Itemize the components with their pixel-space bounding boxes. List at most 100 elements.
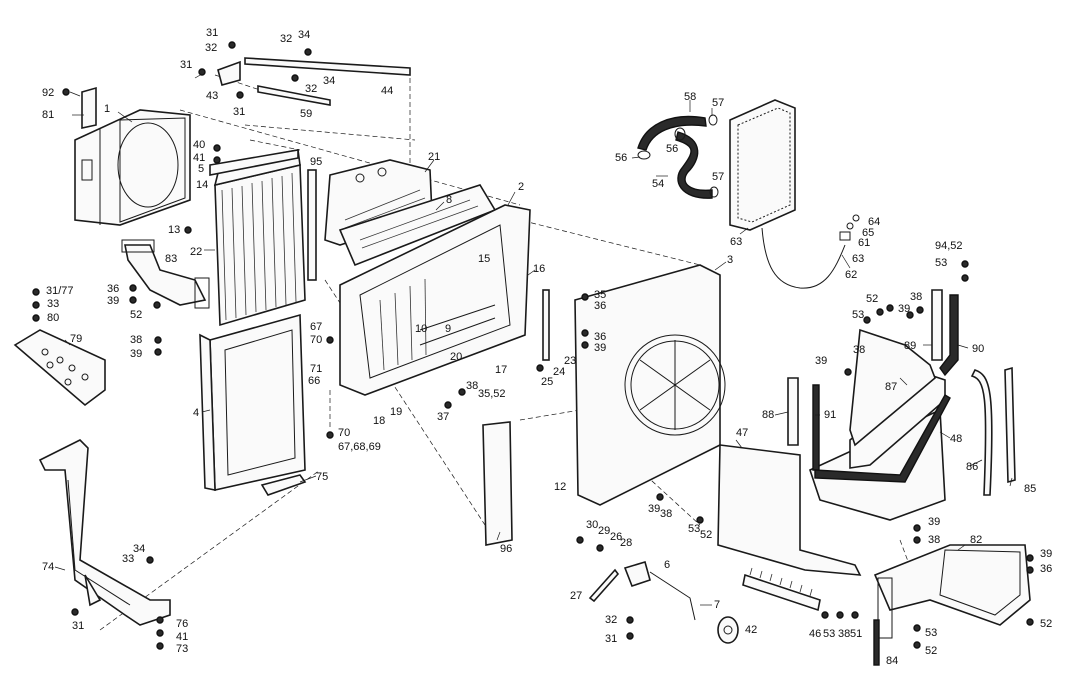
callout-52-shroud: 52 <box>700 529 712 541</box>
callout-73: 73 <box>176 643 188 655</box>
callout-36-right-b: 36 <box>594 331 606 343</box>
callout-17: 17 <box>495 364 507 376</box>
callout-42: 42 <box>745 624 757 636</box>
callout-57-bottom: 57 <box>712 171 724 183</box>
bracket-part-43 <box>217 60 241 86</box>
callout-58: 58 <box>684 91 696 103</box>
callout-96: 96 <box>500 543 512 555</box>
callout-36-right-a: 36 <box>594 300 606 312</box>
callout-20: 20 <box>450 351 462 363</box>
callout-94-52: 94,52 <box>935 240 963 252</box>
callout-29: 29 <box>598 525 610 537</box>
callout-39-deflector-a: 39 <box>928 516 940 528</box>
callout-34-top: 34 <box>298 29 310 41</box>
callout-30: 30 <box>586 519 598 531</box>
callout-4: 4 <box>193 407 199 419</box>
callout-79: 79 <box>70 333 82 345</box>
callout-71: 71 <box>310 363 322 375</box>
callout-64: 64 <box>868 216 880 228</box>
side-panel-part-96 <box>482 421 513 546</box>
callout-22: 22 <box>190 246 202 258</box>
callout-38-shroud: 38 <box>660 508 672 520</box>
callout-26: 26 <box>610 531 622 543</box>
brush-part-46 <box>742 567 821 612</box>
callout-6: 6 <box>664 559 670 571</box>
callout-47: 47 <box>736 427 748 439</box>
callout-90: 90 <box>972 343 984 355</box>
callout-8: 8 <box>446 194 452 206</box>
callout-39-right: 39 <box>594 342 606 354</box>
callout-66: 66 <box>308 375 320 387</box>
callout-31-frame: 31 <box>72 620 84 632</box>
callout-38-left: 38 <box>130 334 142 346</box>
callout-61: 61 <box>858 237 870 249</box>
rods-parts-85-86 <box>970 366 1016 496</box>
callout-83: 83 <box>165 253 177 265</box>
callout-54: 54 <box>652 178 664 190</box>
callout-86: 86 <box>966 461 978 473</box>
callout-14: 14 <box>196 179 208 191</box>
callout-53-duct: 53 <box>852 309 864 321</box>
callout-63-tank: 63 <box>730 236 742 248</box>
bracket-plate-part-79 <box>13 329 106 407</box>
callout-16: 16 <box>533 263 545 275</box>
callout-34-mid: 34 <box>323 75 335 87</box>
callout-12: 12 <box>554 481 566 493</box>
callout-38-brush: 38 <box>838 628 850 640</box>
callout-52-left: 52 <box>130 309 142 321</box>
strip-part-95 <box>307 169 317 281</box>
radiator-frame-part-4 <box>199 313 306 491</box>
callout-19: 19 <box>390 406 402 418</box>
callout-44: 44 <box>381 85 393 97</box>
bar-part-5 <box>209 149 299 176</box>
callout-53-top: 53 <box>935 257 947 269</box>
callout-46: 46 <box>809 628 821 640</box>
callout-95: 95 <box>310 156 322 168</box>
callout-40: 40 <box>193 139 205 151</box>
callout-38-duct: 38 <box>853 344 865 356</box>
callout-36-deflector: 36 <box>1040 563 1052 575</box>
callout-65: 65 <box>862 227 874 239</box>
callout-7: 7 <box>714 599 720 611</box>
callout-57-top: 57 <box>712 97 724 109</box>
hose-part-58 <box>637 115 707 151</box>
callout-62: 62 <box>845 269 857 281</box>
bolt-part-84 <box>873 619 880 666</box>
callout-52-deflector-a: 52 <box>1040 618 1052 630</box>
linkage-parts-6-7 <box>588 560 696 621</box>
callout-80: 80 <box>47 312 59 324</box>
callout-87: 87 <box>885 381 897 393</box>
callout-31-left: 31 <box>180 59 192 71</box>
callout-52-duct: 52 <box>866 293 878 305</box>
callout-88: 88 <box>762 409 774 421</box>
callout-82: 82 <box>970 534 982 546</box>
callout-84: 84 <box>886 655 898 667</box>
callout-43: 43 <box>206 90 218 102</box>
callout-39-left-b: 39 <box>130 348 142 360</box>
callout-52-deflector-b: 52 <box>925 645 937 657</box>
callout-25: 25 <box>541 376 553 388</box>
callout-31-77: 31/77 <box>46 285 74 297</box>
radiator-core-part-22 <box>213 149 306 327</box>
duct-panel-part-47 <box>717 444 862 576</box>
callout-34-frame: 34 <box>133 543 145 555</box>
callout-35-52: 35,52 <box>478 388 506 400</box>
fasteners <box>32 41 1034 650</box>
callout-91: 91 <box>824 409 836 421</box>
rod-part-44 <box>244 57 411 76</box>
callout-labels: 1 2 3 4 5 6 7 8 9 10 12 13 14 15 16 17 1… <box>42 27 1052 667</box>
pipe-part-83 <box>121 239 210 309</box>
fittings-parts-61-64-65 <box>839 214 860 241</box>
callout-37: 37 <box>437 411 449 423</box>
callout-63-fitting: 63 <box>852 253 864 265</box>
callout-38-top: 38 <box>910 291 922 303</box>
fan-shroud-part-1 <box>74 109 191 226</box>
callout-48: 48 <box>950 433 962 445</box>
callout-81: 81 <box>42 109 54 121</box>
callout-53-brush: 53 <box>823 628 835 640</box>
callout-33-left: 33 <box>47 298 59 310</box>
callout-39-duct: 39 <box>815 355 827 367</box>
duct-panel-part-87 <box>849 328 946 469</box>
callout-13: 13 <box>168 224 180 236</box>
callout-31-bottom: 31 <box>605 633 617 645</box>
